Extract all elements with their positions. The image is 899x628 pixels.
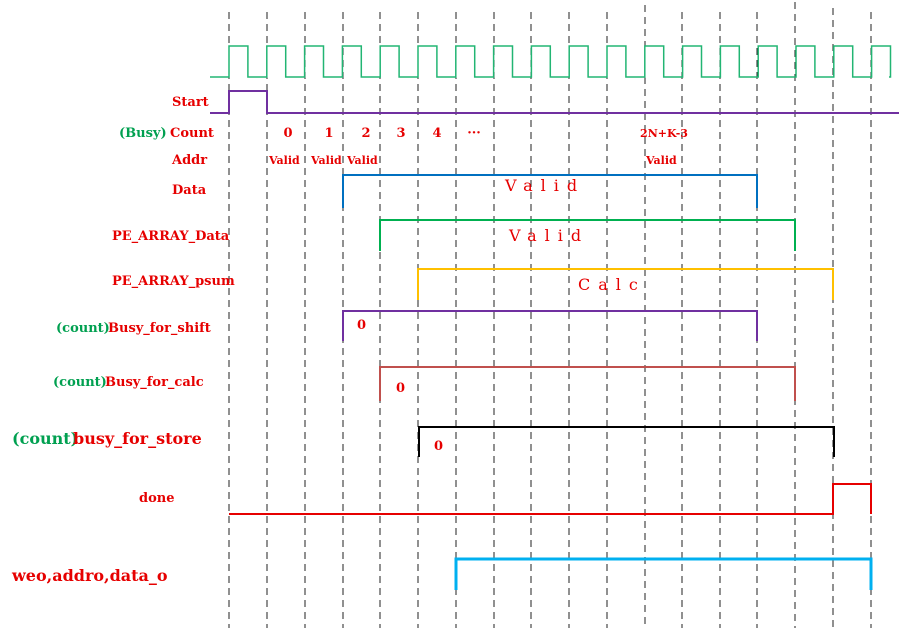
store-prefix: (count) (12, 429, 78, 448)
count-label: Count (170, 126, 214, 141)
output-bus (454, 557, 873, 590)
addr-valid: Valid (268, 154, 300, 167)
busy-for-shift-wave (342, 310, 758, 341)
addr-valid: Valid (645, 154, 677, 167)
busy-for-store-wave (418, 426, 835, 457)
data-label: Data (172, 183, 207, 198)
store-start-value: 0 (434, 439, 443, 454)
count-value: 1 (324, 126, 333, 141)
count-ellipsis: ··· (467, 126, 481, 141)
calc-prefix: (count) (53, 375, 107, 390)
output-label: weo,addro,data_o (11, 566, 168, 585)
busy-for-calc-wave (379, 366, 796, 401)
data-bus (342, 174, 758, 208)
count-value: 4 (432, 126, 441, 141)
count-value-last: 2N+K-3 (640, 127, 688, 140)
clock-gridlines (228, 2, 872, 628)
count-value: 0 (283, 126, 292, 141)
start-label: Start (172, 95, 209, 110)
addr-valid: Valid (346, 154, 378, 167)
done-waveform (229, 483, 872, 515)
pe-array-psum-bus (417, 268, 834, 300)
clock-waveform (210, 45, 892, 78)
count-busy-prefix: (Busy) (119, 126, 167, 141)
count-value: 3 (396, 126, 405, 141)
addr-label: Addr (171, 153, 207, 168)
shift-start-value: 0 (357, 318, 366, 333)
store-label: busy_for_store (73, 429, 202, 448)
shift-prefix: (count) (56, 321, 110, 336)
pe-array-data-text: Valid (508, 226, 589, 245)
addr-valid: Valid (310, 154, 342, 167)
calc-label: Busy_for_calc (105, 375, 204, 390)
calc-start-value: 0 (396, 381, 405, 396)
pe-array-data-label: PE_ARRAY_Data (112, 229, 230, 244)
count-value: 2 (361, 126, 370, 141)
pe-array-psum-label: PE_ARRAY_psum (112, 274, 235, 289)
done-label: done (139, 491, 174, 506)
pe-array-data-bus (379, 219, 796, 251)
shift-label: Busy_for_shift (108, 321, 211, 336)
start-waveform (210, 90, 899, 114)
data-bus-text: Valid (504, 176, 585, 195)
pe-array-psum-text: Calc (578, 275, 646, 294)
